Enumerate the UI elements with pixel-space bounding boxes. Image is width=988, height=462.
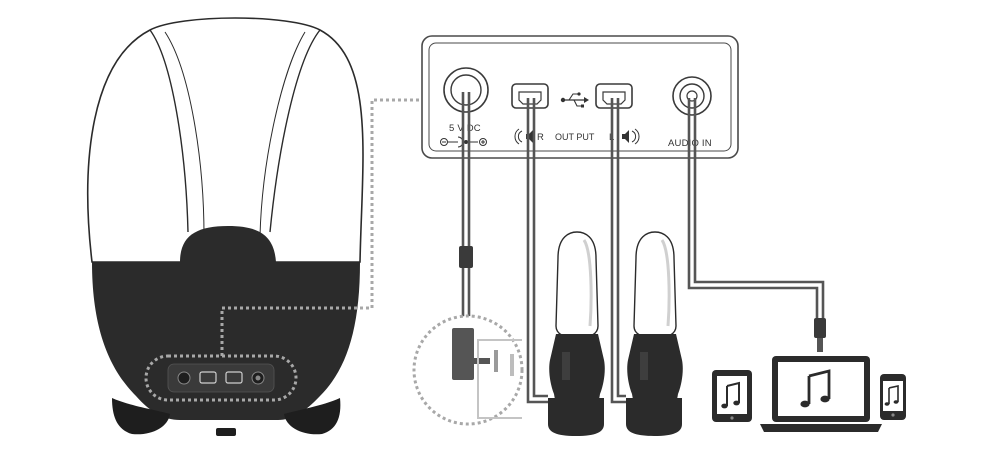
wall-outlet [477, 339, 522, 419]
power-label: 5 V DC [449, 123, 481, 134]
output-port-right [511, 83, 549, 109]
tablet-device [712, 370, 752, 422]
power-adapter [452, 328, 474, 380]
power-adapter-callout [412, 314, 524, 426]
music-note-icon [721, 381, 740, 409]
port-highlight [144, 354, 298, 402]
cables [461, 92, 825, 404]
speaker-foot-right [284, 398, 341, 435]
speaker-arch-left [149, 29, 189, 233]
speaker-base [92, 262, 360, 420]
back-panel: 5 V DC [421, 35, 739, 159]
dc-power-jack [443, 67, 489, 113]
speaker-foot-left [112, 398, 170, 435]
audio-plug [814, 318, 826, 338]
audio-in-jack [672, 76, 712, 116]
main-speaker [87, 17, 364, 436]
satellite-speaker-right [548, 231, 605, 436]
laptop-device [760, 356, 882, 432]
speaker-dome [87, 17, 364, 263]
power-cable-ferrite [459, 246, 473, 268]
speaker-hub [180, 226, 276, 262]
usb-icon [560, 92, 589, 108]
base-port-strip [167, 363, 275, 393]
music-note-icon [800, 369, 831, 408]
phone-device [880, 374, 906, 420]
output-label: OUT PUT [555, 132, 595, 142]
speaker-right-icon [514, 128, 533, 145]
callout-line [220, 98, 424, 356]
speaker-arch-right [269, 29, 321, 233]
satellite-speaker-left [626, 231, 683, 436]
output-port-left [595, 83, 633, 109]
right-label: R [537, 132, 544, 143]
music-note-icon [884, 385, 899, 406]
speaker-left-icon [622, 128, 640, 145]
